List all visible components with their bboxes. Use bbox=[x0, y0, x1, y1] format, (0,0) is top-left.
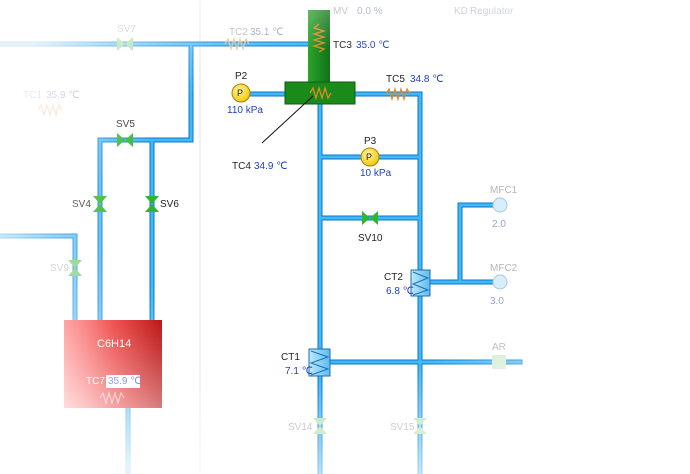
valve-icon[interactable] bbox=[145, 196, 159, 204]
valve-sv9[interactable] bbox=[68, 260, 82, 276]
valve-icon[interactable] bbox=[117, 37, 125, 51]
heater-coil-icon bbox=[37, 102, 63, 118]
valve-sv5-label: SV5 bbox=[116, 119, 135, 130]
mv-value: 0.0 % bbox=[357, 6, 383, 17]
heater-block bbox=[284, 10, 356, 105]
tc5-label: TC5 bbox=[386, 74, 405, 85]
valve-sv5[interactable] bbox=[117, 133, 133, 147]
kd-value: Regulator bbox=[470, 6, 514, 17]
valve-icon[interactable] bbox=[362, 211, 370, 225]
valve-sv10-label: SV10 bbox=[358, 233, 383, 244]
valve-sv9-label: SV9 bbox=[50, 263, 69, 274]
tc7-value: 35.9 ℃ bbox=[108, 376, 142, 387]
ct2-value: 6.8 ℃ bbox=[386, 286, 414, 297]
tc7-label: TC7 bbox=[86, 376, 105, 387]
tc2-value: 35.1 ℃ bbox=[250, 27, 284, 38]
valve-icon[interactable] bbox=[313, 418, 327, 426]
ct2-label: CT2 bbox=[384, 272, 403, 283]
tank-label: C6H14 bbox=[97, 338, 132, 350]
tc1-value: 35.9 ℃ bbox=[46, 90, 80, 101]
flow-meter-mfc1[interactable] bbox=[492, 197, 508, 213]
valve-sv7-label: SV7 bbox=[117, 24, 136, 35]
valve-sv7[interactable] bbox=[117, 37, 133, 51]
valve-sv4-label: SV4 bbox=[72, 199, 91, 210]
mfc2-label: MFC2 bbox=[490, 263, 518, 274]
valve-icon[interactable] bbox=[117, 133, 125, 147]
mfc2-value: 3.0 bbox=[490, 296, 504, 307]
valve-sv14-label: SV14 bbox=[288, 422, 313, 433]
valve-sv4[interactable] bbox=[93, 196, 107, 212]
tc2-label: TC2 bbox=[229, 27, 248, 38]
valve-sv6[interactable] bbox=[145, 196, 159, 212]
tc5-value: 34.8 ℃ bbox=[410, 74, 444, 85]
valve-sv15-label: SV15 bbox=[390, 422, 415, 433]
ct1-label: CT1 bbox=[281, 352, 300, 363]
solvent-tank[interactable] bbox=[64, 320, 162, 408]
ar-label: AR bbox=[492, 342, 506, 353]
valve-sv6-label: SV6 bbox=[160, 199, 179, 210]
tc3-label: TC3 bbox=[333, 40, 352, 51]
kd-label: KD bbox=[454, 6, 468, 17]
valve-icon[interactable] bbox=[68, 260, 82, 268]
mv-label: MV bbox=[333, 6, 348, 17]
valve-sv15[interactable] bbox=[413, 418, 427, 434]
p3-value: 10 kPa bbox=[360, 168, 392, 179]
flow-meter-ar[interactable] bbox=[492, 355, 506, 369]
p2-label: P2 bbox=[235, 71, 248, 82]
valve-sv14[interactable] bbox=[313, 418, 327, 434]
tc3-value: 35.0 ℃ bbox=[356, 40, 390, 51]
ct1-value: 7.1 ℃ bbox=[285, 366, 313, 377]
tc4-value: 34.9 ℃ bbox=[254, 161, 288, 172]
valve-sv10[interactable] bbox=[362, 211, 378, 225]
mfc1-value: 2.0 bbox=[492, 219, 506, 230]
valve-icon[interactable] bbox=[413, 418, 427, 426]
tc4-label: TC4 bbox=[232, 161, 251, 172]
flow-meter-mfc2[interactable] bbox=[492, 274, 508, 290]
p3-label: P3 bbox=[364, 136, 377, 147]
p2-gauge-symbol: P bbox=[237, 88, 244, 98]
mfc1-label: MFC1 bbox=[490, 185, 518, 196]
tc1-label: TC1 bbox=[23, 90, 42, 101]
valve-icon[interactable] bbox=[93, 196, 107, 204]
p2-value: 110 kPa bbox=[227, 105, 263, 116]
p3-gauge-symbol: P bbox=[366, 152, 373, 162]
